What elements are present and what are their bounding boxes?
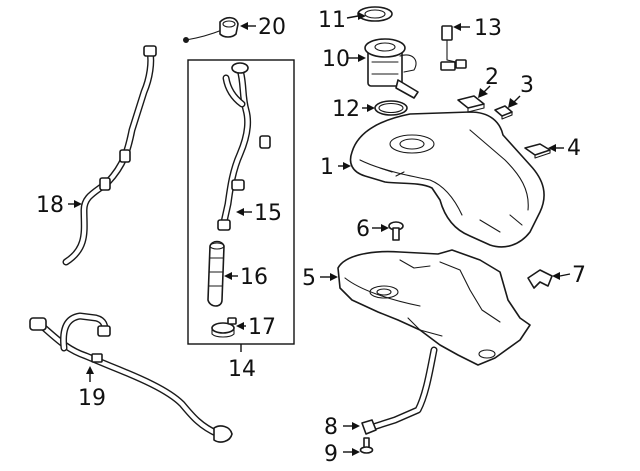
part-2-pad [457,95,485,113]
part-15-filler-pipe [217,62,271,231]
part-12-gasket [374,100,408,116]
part-4-pad [524,143,551,159]
callout-19: 19 [78,386,106,411]
callout-7: 7 [572,263,586,288]
leader-lines [68,12,571,456]
part-1-fuel-tank [349,111,545,248]
callout-18: 18 [36,193,64,218]
callout-13: 13 [474,16,502,41]
callout-20: 20 [258,15,286,40]
part-8-strap [361,346,438,435]
part-11-lock-ring [357,6,393,22]
callout-5: 5 [302,266,316,291]
callout-10: 10 [322,47,350,72]
callout-3: 3 [520,73,534,98]
part-13-sender-unit [440,25,467,71]
callout-4: 4 [567,136,581,161]
group-14-box [187,59,295,352]
callout-labels: 11 10 12 13 2 3 4 1 6 5 7 8 9 20 15 16 1… [36,8,586,467]
callout-9: 9 [324,442,338,467]
part-18-vent-tube [62,45,157,266]
part-3-pad [494,105,513,120]
callout-15: 15 [254,201,282,226]
part-6-bolt [388,221,404,241]
callout-16: 16 [240,265,268,290]
callout-17: 17 [248,315,276,340]
part-17-clamp [211,317,237,338]
callout-2: 2 [485,65,499,90]
callout-6: 6 [356,217,370,242]
part-10-fuel-pump [364,38,419,99]
callout-8: 8 [324,415,338,440]
callout-1: 1 [320,155,334,180]
part-5-heat-shield [337,249,531,366]
part-19-fuel-line [29,312,233,443]
part-9-bolt [359,437,374,454]
callout-14: 14 [228,357,256,382]
part-16-hose [207,240,225,307]
callout-11: 11 [318,8,346,33]
callout-12: 12 [332,97,360,122]
part-20-fuel-cap [183,16,239,43]
part-7-bracket [527,269,553,289]
